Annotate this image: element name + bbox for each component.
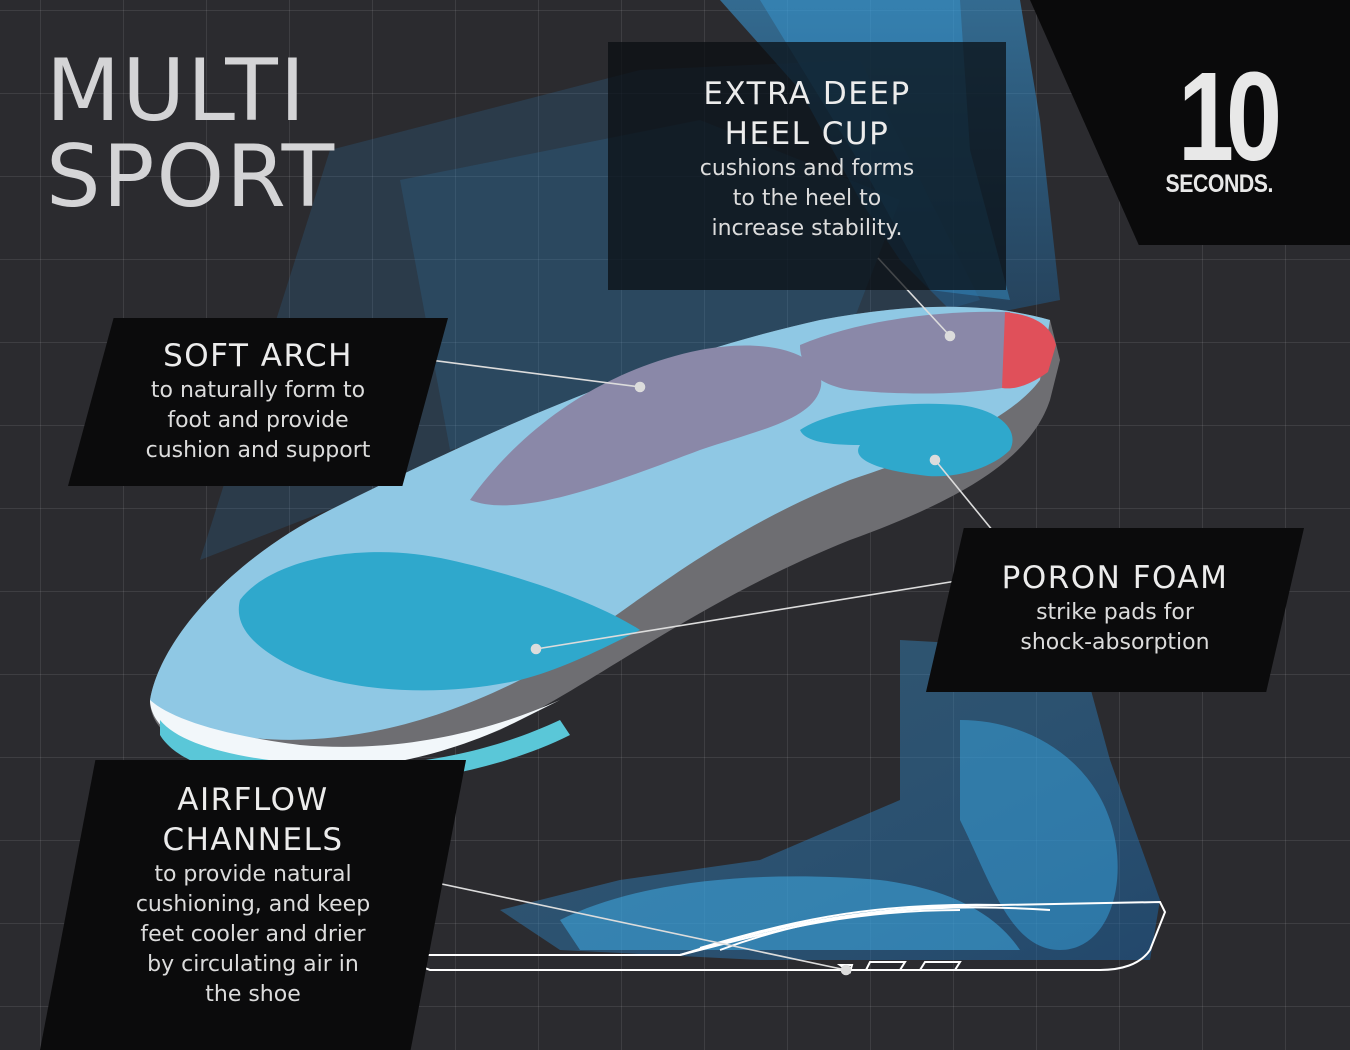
lower-foot-silhouette xyxy=(500,640,1160,960)
callout-poron-foam: PORON FOAM strike pads for shock-absorpt… xyxy=(926,528,1304,692)
callout-description: strike pads for xyxy=(1036,600,1194,625)
callout-description: to naturally form to xyxy=(150,378,366,403)
callout-description: by circulating air in xyxy=(147,952,359,977)
brand-logo-number: 10 xyxy=(1177,46,1282,187)
callout-airflow-channels: AIRFLOW CHANNELS to provide natural cush… xyxy=(40,760,466,1050)
insole xyxy=(150,306,1060,786)
title-line-1: MULTI xyxy=(46,41,308,141)
callout-heading: SOFT ARCH xyxy=(163,338,353,374)
callout-heading: PORON FOAM xyxy=(1001,560,1229,596)
callout-description: foot and provide xyxy=(167,408,349,433)
callout-heading: HEEL CUP xyxy=(724,116,890,152)
callout-description: the shoe xyxy=(205,982,301,1007)
callout-description: shock-absorption xyxy=(1020,630,1210,655)
callout-soft-arch: SOFT ARCH to naturally form to foot and … xyxy=(68,318,448,486)
callout-description: increase stability. xyxy=(711,216,903,241)
callout-heel-cup: EXTRA DEEP HEEL CUP cushions and forms t… xyxy=(608,42,1006,290)
brand-logo-name: SECONDS. xyxy=(1165,170,1274,198)
callout-description: to provide natural xyxy=(154,862,352,887)
callout-heading: CHANNELS xyxy=(162,822,344,858)
callout-description: cushioning, and keep xyxy=(135,892,371,917)
page-title: MULTI SPORT xyxy=(46,48,336,220)
callout-heading: AIRFLOW xyxy=(177,782,329,818)
title-line-2: SPORT xyxy=(46,127,337,227)
callout-description: cushions and forms xyxy=(699,156,915,181)
callout-heading: EXTRA DEEP xyxy=(703,76,911,112)
callout-description: to the heel to xyxy=(732,186,882,211)
callout-description: feet cooler and drier xyxy=(140,922,366,947)
callout-description: cushion and support xyxy=(145,438,371,463)
